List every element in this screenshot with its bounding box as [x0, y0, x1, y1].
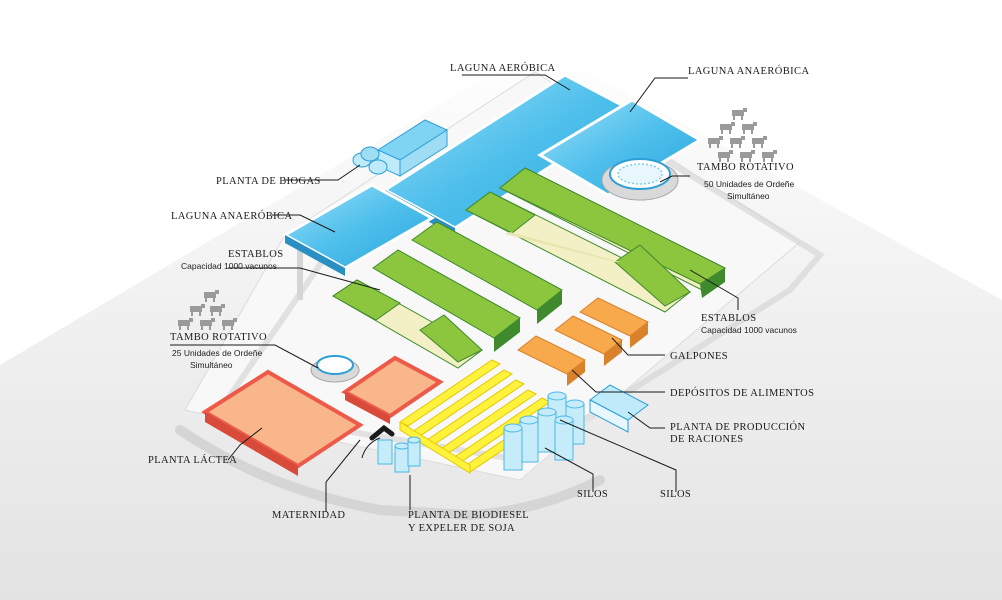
maternidad: [341, 355, 444, 424]
establos-left: [332, 221, 563, 369]
fuel-pump-icon: [361, 424, 421, 473]
label-planta-produccion-line1: PLANTA DE PRODUCCIÓN: [670, 421, 806, 433]
label-laguna-anaerobica-top: LAGUNA ANAERÓBICA: [688, 65, 809, 77]
silos-group: [503, 391, 585, 471]
planta-produccion-raciones: [589, 384, 649, 433]
label-silos-left: SILOS: [577, 489, 608, 500]
rotary-parlor-icon: [601, 158, 679, 201]
label-tambo-rotativo-right: TAMBO ROTATIVO: [697, 162, 794, 173]
label-depositos-alimentos: DEPÓSITOS DE ALIMENTOS: [670, 387, 814, 399]
label-establos-right: ESTABLOS: [701, 313, 756, 324]
label-planta-biogas: PLANTA DE BIOGAS: [216, 176, 321, 187]
label-tambo-rotativo-right-line1: 50 Unidades de Ordeñe: [704, 179, 795, 189]
label-galpones: GALPONES: [670, 351, 728, 362]
label-establos-right-line1: Capacidad 1000 vacunos: [701, 325, 797, 335]
planta-lactea: [201, 369, 364, 476]
rotary-parlor-icon: [310, 355, 360, 383]
biogas-tank-icon: [352, 119, 449, 177]
road: [175, 425, 605, 521]
depositos-alimentos: [399, 359, 563, 474]
label-maternidad: MATERNIDAD: [272, 510, 345, 521]
labels: LAGUNA AERÓBICA LAGUNA ANAERÓBICA PLANTA…: [148, 62, 814, 534]
label-planta-biodiesel-line2: Y EXPELER DE SOJA: [408, 523, 515, 534]
cow-icon: [708, 108, 777, 162]
leader-lines: [170, 74, 739, 512]
label-planta-produccion-line2: DE RACIONES: [670, 434, 744, 445]
label-tambo-rotativo-right-line2: Simultáneo: [727, 191, 770, 201]
label-silos-right: SILOS: [660, 489, 691, 500]
label-laguna-anaerobica-left: LAGUNA ANAERÓBICA: [171, 210, 292, 222]
label-tambo-rotativo-left: TAMBO ROTATIVO: [170, 332, 267, 343]
establos-right: [465, 167, 727, 313]
label-planta-biodiesel-line1: PLANTA DE BIODIESEL: [408, 510, 529, 521]
laguna-anaerobica-top: [537, 98, 703, 197]
laguna-anaerobica-left: [281, 183, 436, 276]
label-laguna-aerobica: LAGUNA AERÓBICA: [450, 62, 555, 74]
label-establos-left: ESTABLOS: [228, 249, 283, 260]
label-tambo-rotativo-left-line1: 25 Unidades de Ordeñe: [172, 348, 263, 358]
label-planta-lactea: PLANTA LÁCTEA: [148, 454, 237, 466]
label-tambo-rotativo-left-line2: Simultáneo: [190, 360, 233, 370]
cow-icon: [178, 290, 237, 330]
label-establos-left-line1: Capacidad 1000 vacunos: [181, 261, 277, 271]
